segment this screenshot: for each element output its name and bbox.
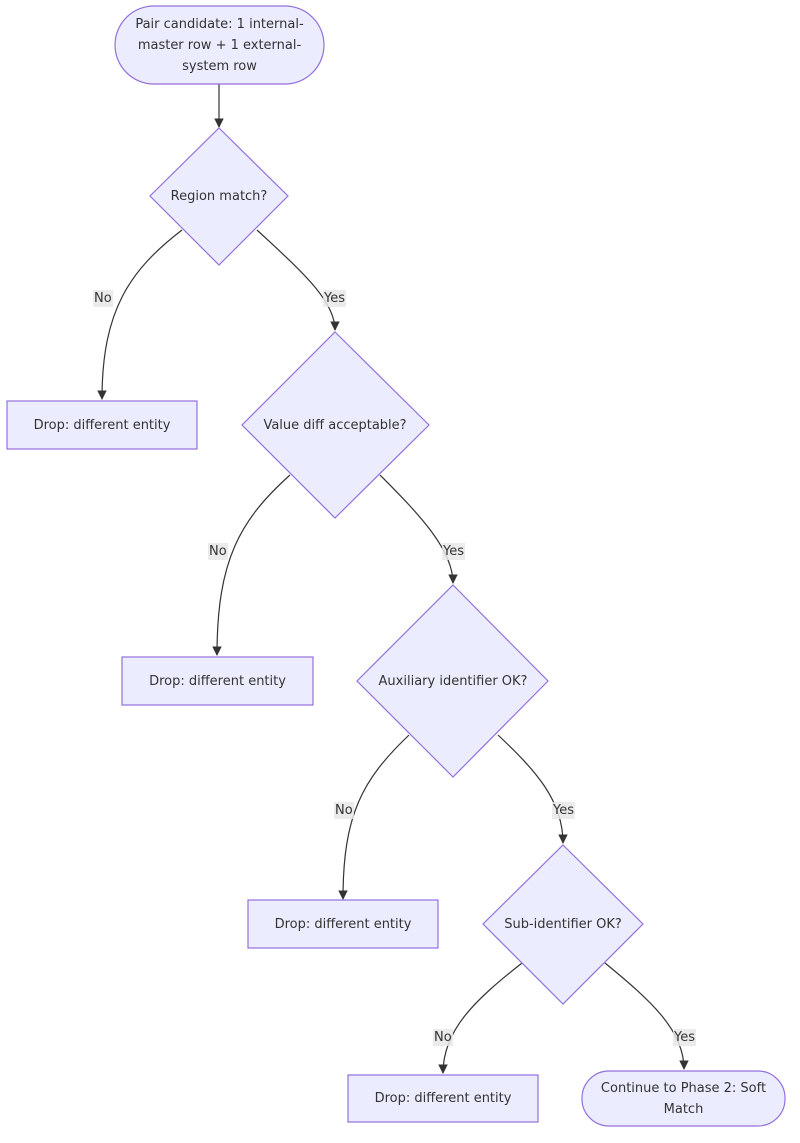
- edge-label-no-1: No: [93, 290, 113, 307]
- drop-node-2: [121, 656, 314, 706]
- edge-label-yes-2: Yes: [442, 543, 465, 560]
- edge-sub-no: [438, 962, 523, 1074]
- drop-node-4-label: Drop: different entity: [374, 1091, 512, 1106]
- edge-aux-no: [338, 734, 410, 900]
- decision-auxiliary-label: Auxiliary identifier OK?: [378, 673, 528, 689]
- decision-region-node: [149, 127, 289, 266]
- edge-region-no: [97, 229, 183, 400]
- start-node-label: Pair candidate: 1 internal-master row + …: [135, 16, 304, 74]
- decision-sub-label: Sub-identifier OK?: [504, 916, 622, 932]
- decision-sub-node: [482, 844, 644, 1005]
- end-node: [581, 1070, 786, 1127]
- edge-value-yes: [379, 474, 458, 584]
- edge-value-no: [212, 474, 291, 656]
- decision-auxiliary-node: [356, 584, 549, 778]
- drop-node-3-label: Drop: different entity: [274, 916, 412, 932]
- edge-region-yes: [256, 229, 340, 331]
- edge-label-no-4: No: [433, 1029, 453, 1046]
- decision-value-label: Value diff acceptable?: [263, 417, 407, 433]
- drop-node-1: [6, 400, 198, 450]
- start-node: [114, 5, 325, 85]
- edge-label-yes-1: Yes: [323, 290, 346, 307]
- edge-aux-yes: [497, 734, 568, 844]
- decision-value-node: [241, 331, 430, 519]
- edge-label-no-3: No: [334, 802, 354, 819]
- edge-label-yes-4: Yes: [673, 1029, 696, 1046]
- end-node-label: Continue to Phase 2: Soft Match: [600, 1081, 767, 1117]
- drop-node-2-label: Drop: different entity: [149, 673, 286, 689]
- drop-node-3: [247, 899, 439, 949]
- drop-node-1-label: Drop: different entity: [33, 417, 171, 433]
- edge-sub-yes: [604, 962, 689, 1070]
- edge-label-no-2: No: [208, 543, 228, 560]
- drop-node-4: [347, 1074, 539, 1123]
- decision-region-label: Region match?: [170, 188, 268, 204]
- edge-label-yes-3: Yes: [552, 802, 575, 819]
